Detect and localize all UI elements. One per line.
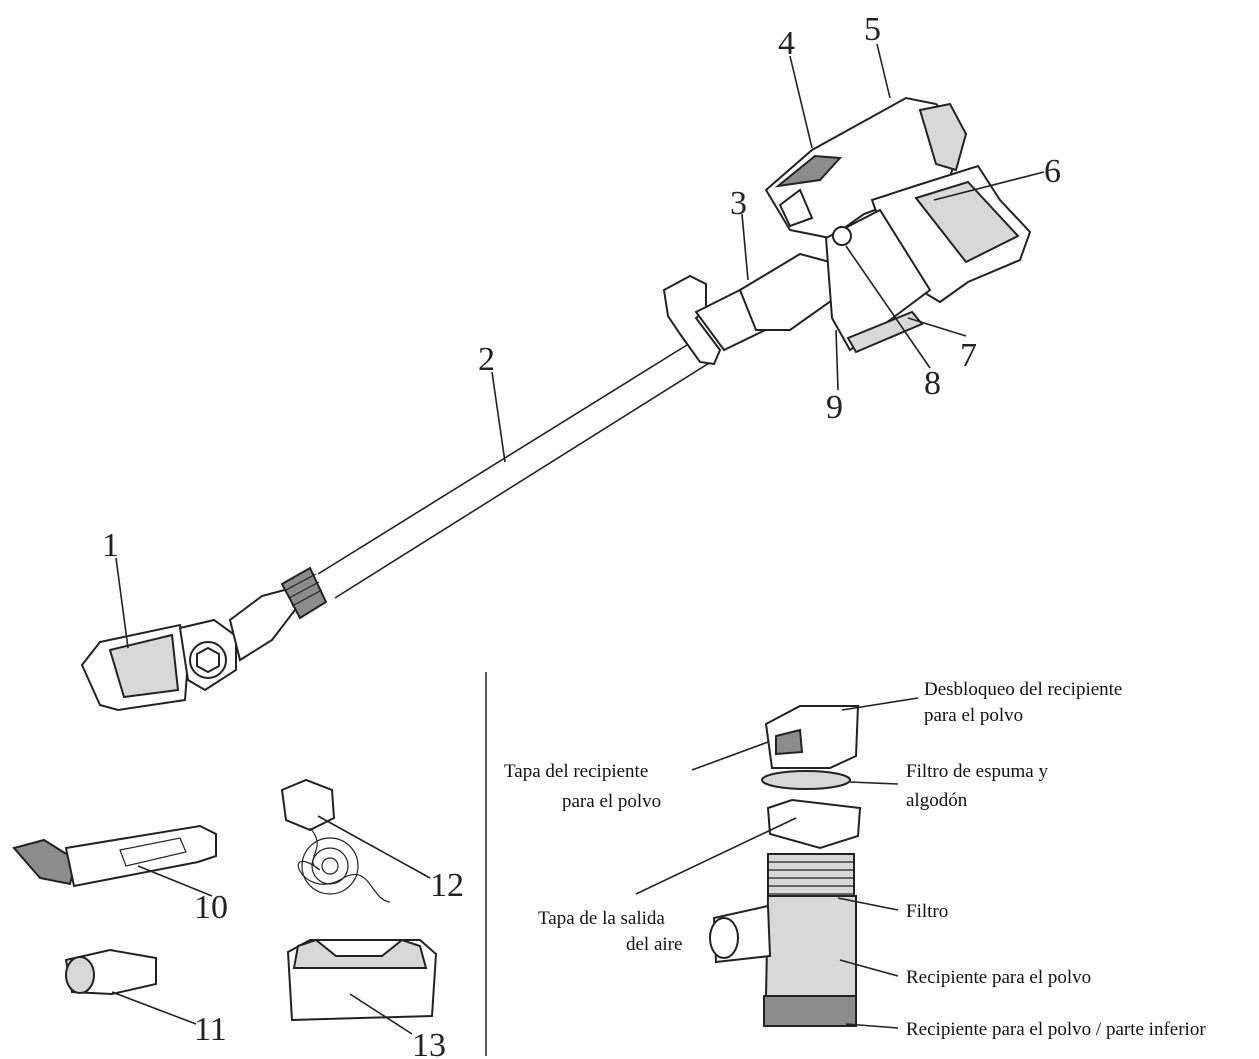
label-foam-filter-2: algodón [906, 790, 968, 811]
callout-4: 4 [778, 25, 795, 62]
floor-brush-head [80, 566, 328, 712]
main-leader-lines [115, 43, 1045, 649]
label-dustbin-bottom: Recipiente para el polvo / parte inferio… [906, 1019, 1206, 1040]
callout-8: 8 [924, 365, 941, 402]
extension-tube [317, 339, 715, 599]
dustbin-labels: Desbloqueo del recipiente para el polvo … [504, 679, 1206, 1040]
callout-5: 5 [864, 11, 881, 48]
callout-11: 11 [194, 1011, 227, 1048]
callout-numbers: 1 2 3 4 5 6 7 8 9 10 11 12 13 [102, 11, 1061, 1059]
callout-13: 13 [412, 1027, 446, 1059]
crevice-tool [12, 824, 217, 897]
label-foam-filter-1: Filtro de espuma y [906, 761, 1048, 782]
label-dustbin-lid-1: Tapa del recipiente [504, 761, 648, 782]
handheld-body [738, 96, 1032, 354]
label-air-outlet-cover-2: del aire [626, 934, 682, 955]
label-dustbin-release-2: para el polvo [924, 705, 1023, 726]
callout-2: 2 [478, 341, 495, 378]
label-dustbin-release-1: Desbloqueo del recipiente [924, 679, 1122, 700]
label-dustbin-lid-2: para el polvo [562, 791, 661, 812]
callout-9: 9 [826, 389, 843, 426]
callout-1: 1 [102, 527, 119, 564]
label-filter: Filtro [906, 901, 948, 922]
mini-brush [64, 948, 197, 1025]
callout-12: 12 [430, 867, 464, 904]
callout-6: 6 [1044, 153, 1061, 190]
label-air-outlet-cover-1: Tapa de la salida [538, 908, 665, 929]
callout-3: 3 [730, 185, 747, 222]
callout-7: 7 [960, 337, 977, 374]
dustbin-exploded [709, 705, 862, 1027]
dustbin-leader-lines [635, 697, 919, 1029]
callout-10: 10 [194, 889, 228, 926]
charger-adapter [280, 778, 431, 903]
wall-bracket [286, 938, 438, 1035]
label-dustbin: Recipiente para el polvo [906, 967, 1091, 988]
